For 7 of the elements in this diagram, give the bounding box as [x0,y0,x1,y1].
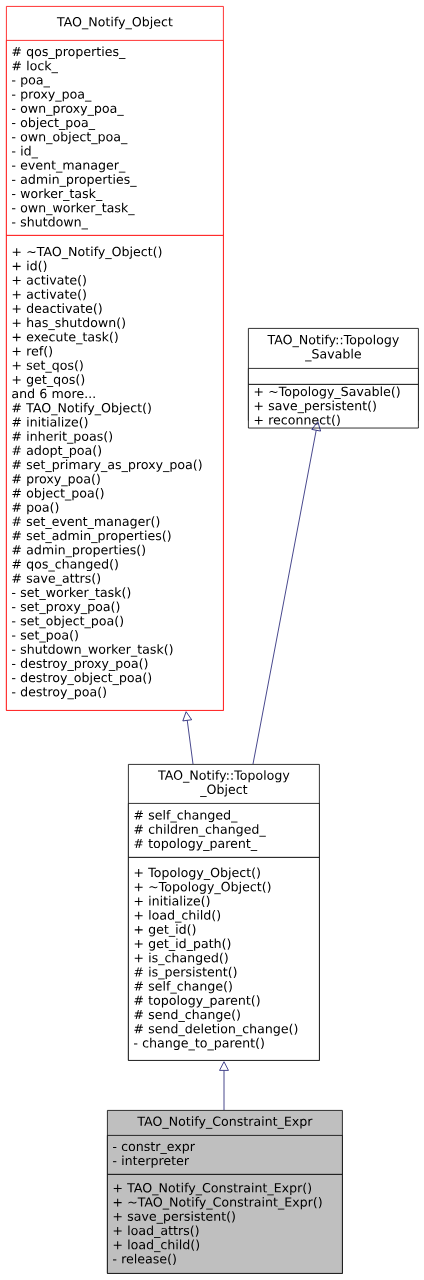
empty-compartment [248,368,419,385]
attribute-compartment: # self_changed_ # children_changed_ # topology_parent_ [128,803,320,858]
attribute-compartment: # qos_properties_ # lock_ - poa_ - proxy_poa_ - own_proxy_poa_ - object_poa_ - own_object_poa_ - id_ - event_manager_ - admin_properties_ - worker_task_ - own_worker_task_ - shutdown_ [6,40,224,236]
attribute-compartment: - constr_expr - interpreter [107,1135,343,1175]
inheritance-arrow [219,1061,229,1111]
inheritance-arrow [182,711,194,765]
inheritance-arrow [252,421,321,765]
